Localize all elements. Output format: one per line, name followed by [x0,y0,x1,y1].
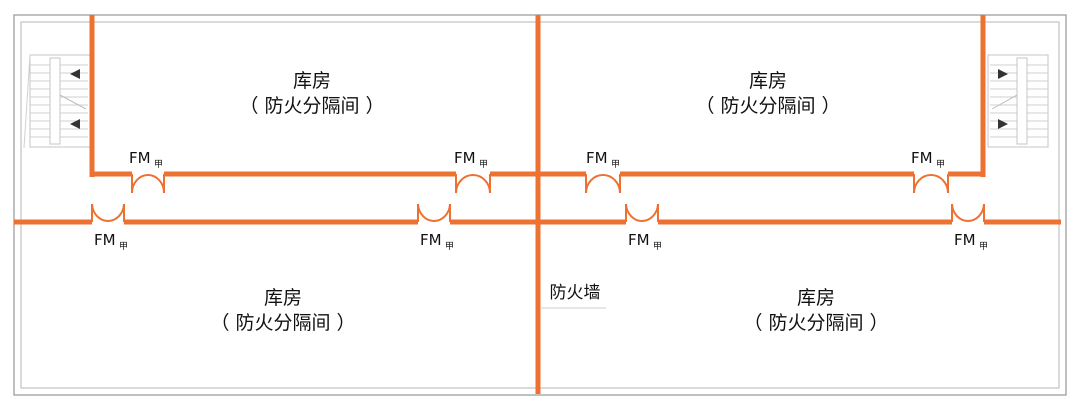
svg-text:FM: FM [911,149,933,167]
stair-left [23,54,91,149]
fire-door-upper-4 [913,174,949,194]
svg-text:（ 防火分隔间 ）: （ 防火分隔间 ） [210,312,355,334]
fire-door-upper-1 [131,174,165,194]
svg-text:FM: FM [420,231,442,249]
svg-text:甲: 甲 [445,241,454,252]
svg-text:甲: 甲 [479,159,488,170]
door-label-upper-4: FM 甲 [911,149,945,170]
door-labels: FM 甲 FM 甲 FM 甲 FM 甲 FM 甲 FM 甲 [94,149,988,252]
door-label-lower-4: FM 甲 [954,231,988,252]
room-label-upper-right: 库房 （ 防火分隔间 ） [695,70,840,117]
fire-door-lower-3 [625,203,659,223]
svg-text:FM: FM [94,231,116,249]
room-label-lower-right: 库房 （ 防火分隔间 ） [743,287,888,334]
fire-door-upper-2 [455,174,491,194]
svg-text:FM: FM [454,149,476,167]
fire-walls [14,15,1061,394]
door-label-lower-3: FM 甲 [628,231,662,252]
fire-door-lower-2 [417,203,451,223]
svg-text:FM: FM [628,231,650,249]
door-label-upper-2: FM 甲 [454,149,488,170]
svg-text:（ 防火分隔间 ）: （ 防火分隔间 ） [743,312,888,334]
fire-door-upper-3 [585,174,621,194]
door-label-lower-1: FM 甲 [94,231,128,252]
svg-text:甲: 甲 [154,159,163,170]
svg-text:库房: 库房 [293,70,331,92]
svg-text:甲: 甲 [611,159,620,170]
svg-text:FM: FM [954,231,976,249]
fire-door-lower-1 [91,203,125,223]
svg-text:（ 防火分隔间 ）: （ 防火分隔间 ） [239,95,384,117]
door-label-upper-1: FM 甲 [129,149,163,170]
svg-text:防火墙: 防火墙 [550,283,601,303]
door-label-lower-2: FM 甲 [420,231,454,252]
svg-text:甲: 甲 [653,241,662,252]
stair-right [987,54,1049,148]
fire-wall-label: 防火墙 [541,283,606,309]
svg-text:FM: FM [586,149,608,167]
fire-doors [91,174,985,223]
svg-text:（ 防火分隔间 ）: （ 防火分隔间 ） [695,95,840,117]
fire-door-lower-4 [951,203,985,223]
svg-text:甲: 甲 [936,159,945,170]
svg-text:FM: FM [129,149,151,167]
door-label-upper-3: FM 甲 [586,149,620,170]
svg-text:库房: 库房 [264,287,302,309]
room-label-lower-left: 库房 （ 防火分隔间 ） [210,287,355,334]
svg-text:甲: 甲 [119,241,128,252]
svg-text:甲: 甲 [979,241,988,252]
room-label-upper-left: 库房 （ 防火分隔间 ） [239,70,384,117]
svg-text:库房: 库房 [749,70,787,92]
svg-text:库房: 库房 [797,287,835,309]
